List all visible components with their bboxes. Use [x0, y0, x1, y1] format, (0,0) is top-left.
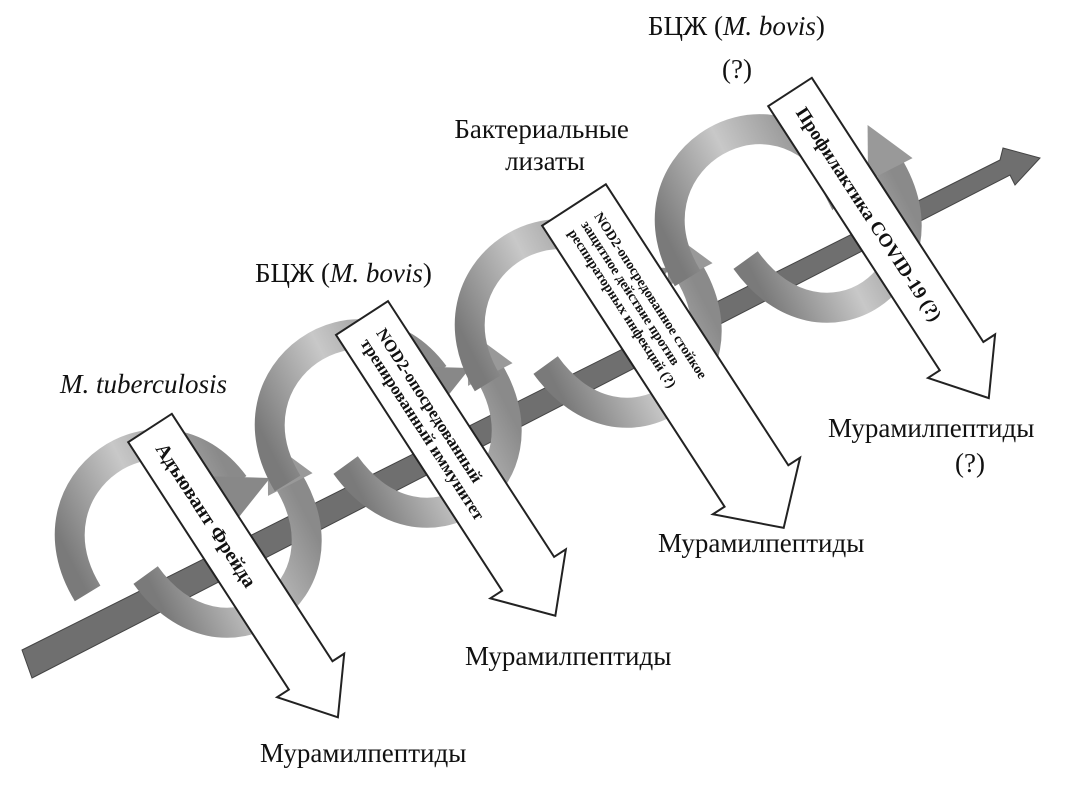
effect-arrow-4: Профилактика COVID-19 (?) — [766, 76, 997, 400]
agent-label-2: Мурамилпептиды — [465, 641, 671, 671]
source-question-mark: (?) — [722, 54, 752, 84]
agent-label-4: Мурамилпептиды — [828, 413, 1034, 443]
agent-label-1: Мурамилпептиды — [260, 738, 466, 768]
source-label-bcg-2: БЦЖ (M. bovis) — [648, 11, 825, 41]
agent-question-mark: (?) — [955, 448, 985, 478]
agent-label-3: Мурамилпептиды — [658, 528, 864, 558]
source-label-bacterial-lysates: Бактериальные лизаты — [454, 114, 635, 176]
source-label-bcg-1: БЦЖ (M. bovis) — [255, 258, 432, 288]
source-label-m-tuberculosis: M. tuberculosis — [59, 369, 227, 399]
